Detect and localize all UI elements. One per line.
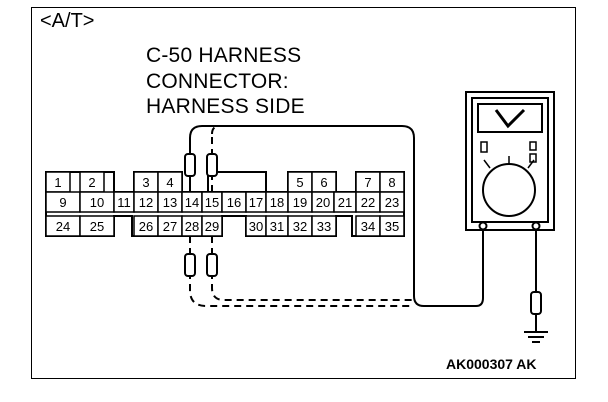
resistor-icon — [184, 153, 218, 177]
pin-number: 10 — [90, 195, 104, 210]
pin-number: 9 — [59, 195, 66, 210]
pin-number: 25 — [90, 219, 104, 234]
pin-number: 1 — [54, 175, 61, 190]
voltmeter-icon — [465, 91, 555, 231]
pin-number: 13 — [163, 195, 177, 210]
pin-number: 24 — [56, 219, 70, 234]
pin-number: 35 — [385, 219, 399, 234]
pin-number: 23 — [385, 195, 399, 210]
pin-number: 22 — [361, 195, 375, 210]
mode-tag: <A/T> — [40, 10, 95, 32]
pin-number: 21 — [338, 195, 352, 210]
pin-number: 18 — [270, 195, 284, 210]
pin-number: 7 — [364, 175, 371, 190]
pin-number: 16 — [227, 195, 241, 210]
resistor-icon — [184, 253, 218, 277]
pin-number: 8 — [388, 175, 395, 190]
pin-number: 17 — [249, 195, 263, 210]
pin-number: 26 — [139, 219, 153, 234]
pin-number: 19 — [293, 195, 307, 210]
pin-number: 11 — [117, 195, 131, 210]
probe-wire-dashed — [189, 236, 414, 307]
title-line-1: C-50 HARNESS — [146, 44, 302, 67]
pin-number: 31 — [270, 219, 284, 234]
pin-cell — [79, 215, 115, 237]
pin-number: 3 — [142, 175, 149, 190]
pin-number: 14 — [185, 195, 199, 210]
pin-number: 4 — [166, 175, 173, 190]
pin-number: 20 — [316, 195, 330, 210]
pin-number: 29 — [205, 219, 219, 234]
diagram-frame — [31, 7, 576, 379]
pin-number: 28 — [185, 219, 199, 234]
pin-number: 30 — [249, 219, 263, 234]
figure-code: AK000307 AK — [446, 356, 537, 372]
pin-number: 15 — [205, 195, 219, 210]
pin-cell — [379, 191, 405, 213]
pin-number: 12 — [139, 195, 153, 210]
pin-cell — [379, 215, 405, 237]
pin-number: 32 — [293, 219, 307, 234]
pin-number: 6 — [320, 175, 327, 190]
pin-number: 34 — [361, 219, 375, 234]
pin-number: 33 — [317, 219, 331, 234]
pin-cell — [311, 215, 337, 237]
ground-icon — [524, 230, 548, 343]
pin-number: 27 — [163, 219, 177, 234]
pin-number: 5 — [296, 175, 303, 190]
title-line-2: CONNECTOR: — [146, 70, 289, 93]
title-line-3: HARNESS SIDE — [146, 95, 305, 118]
pin-number: 2 — [88, 175, 95, 190]
